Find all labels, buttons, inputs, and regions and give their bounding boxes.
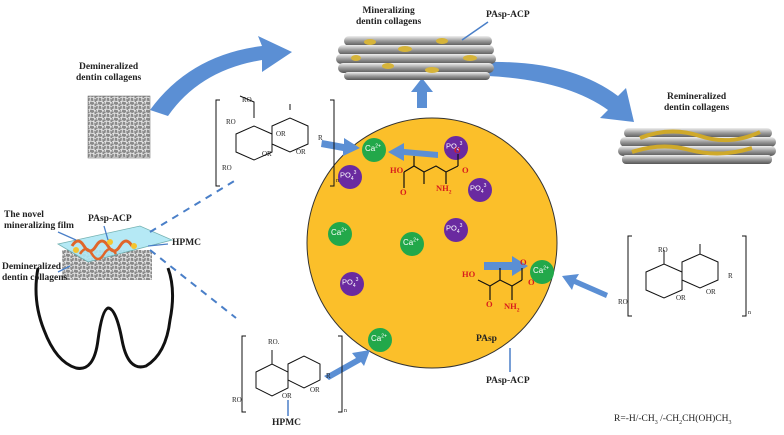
label-pasp: PAsp xyxy=(476,334,497,344)
label-pasp-acp-bottom: PAsp-ACP xyxy=(486,376,530,386)
label-novel-line1: The novel xyxy=(4,210,44,220)
atom-o-bottom-2: O xyxy=(520,257,527,267)
hpmc-structure-top xyxy=(215,95,335,187)
atom-o-top-1: O xyxy=(400,187,407,197)
calcium-label: Ca2+ xyxy=(533,265,549,275)
label-novel-film: The novel mineralizing film xyxy=(4,210,74,232)
atom-ho-bottom: HO xyxy=(462,269,476,279)
dashed-line-lower xyxy=(149,249,237,319)
hpmc-or-right-2: OR xyxy=(706,288,716,296)
phosphate-label: PO43 xyxy=(340,170,357,182)
phosphate-label: PO43 xyxy=(470,183,487,195)
label-demin-top-line1: Demineralized xyxy=(79,62,139,72)
hpmc-structure-bottom xyxy=(241,335,343,413)
hpmc-r-top: R xyxy=(318,134,323,142)
pointer-novel-film xyxy=(57,231,77,241)
calcium-label: Ca2+ xyxy=(365,143,381,153)
label-mineralizing: Mineralizing dentin collagens xyxy=(356,6,421,28)
arrow-from-hpmc-bottom xyxy=(324,350,370,380)
atom-nh2-top: NH2 xyxy=(436,183,452,196)
pasp-molecule-bottom xyxy=(477,268,523,300)
label-novel-line2: mineralizing film xyxy=(4,220,74,231)
hpmc-r-bottom: R xyxy=(326,372,331,380)
label-pasp-acp-tooth: PAsp-ACP xyxy=(88,214,132,224)
curved-arrow-left xyxy=(150,36,292,116)
calcium-ion xyxy=(328,222,352,246)
hpmc-or-top-2: OR xyxy=(262,150,272,158)
label-remin-line1: Remineralized xyxy=(667,92,727,102)
atom-ho-top: HO xyxy=(390,165,404,175)
label-mineralizing-line1: Mineralizing xyxy=(362,6,415,16)
hpmc-ro-top: RO xyxy=(242,96,252,104)
atom-o-bottom-3: O xyxy=(528,277,535,287)
hpmc-or-top-3: OR xyxy=(296,148,306,156)
pointer-pasp-acp-tooth xyxy=(103,225,109,241)
arrow-to-calcium-right xyxy=(484,256,528,276)
atom-o-top-2: O xyxy=(454,145,461,155)
label-demin-tooth-line1: Demineralized xyxy=(2,262,62,272)
phosphate-ion xyxy=(468,178,492,202)
phosphate-label: PO43 xyxy=(446,223,463,235)
hpmc-or-bottom-2: OR xyxy=(310,386,320,394)
pasp-acp-complex-circle xyxy=(306,117,558,369)
hpmc-n-bottom: n xyxy=(344,408,347,414)
label-remin-line2: dentin collagens xyxy=(664,102,730,113)
hpmc-n-top: n xyxy=(336,178,339,184)
up-arrow-mineralizing xyxy=(411,78,433,108)
pasp-acp-pointer-top xyxy=(461,21,489,41)
calcium-ion xyxy=(368,328,392,352)
hpmc-or-top: OR xyxy=(276,130,286,138)
hpmc-ro-bottom: RO xyxy=(232,396,242,404)
hpmc-or-right: OR xyxy=(676,294,686,302)
label-r-group: R=-H/-CH3 /-CH2CH(OH)CH3 xyxy=(614,414,732,426)
hpmc-ro-right: RO xyxy=(658,246,668,254)
atom-nh2-bottom: NH2 xyxy=(504,301,520,314)
arrow-to-calcium-top xyxy=(321,138,360,156)
hpmc-structure-right xyxy=(627,235,747,317)
label-remineralized: Remineralized dentin collagens xyxy=(664,92,729,114)
hpmc-r-right: R xyxy=(728,272,733,280)
dashed-line-upper xyxy=(149,179,237,233)
hpmc-ro-top-2: RO xyxy=(226,118,236,126)
phosphate-label: PO43 xyxy=(342,277,359,289)
calcium-ion xyxy=(400,232,424,256)
calcium-label: Ca2+ xyxy=(371,333,387,343)
label-demin-top-line2: dentin collagens xyxy=(76,72,142,83)
label-mineralizing-line2: dentin collagens xyxy=(356,16,422,27)
atom-o-bottom-1: O xyxy=(486,299,493,309)
sem-image-demineralized xyxy=(87,95,151,159)
label-demineralized-top: Demineralized dentin collagens xyxy=(76,62,141,84)
label-demin-tooth-line2: dentin collagens xyxy=(2,272,68,283)
arrow-from-molecule-top xyxy=(388,143,438,161)
hpmc-n-right: n xyxy=(748,310,751,316)
arrow-from-hpmc-right xyxy=(562,274,608,298)
tooth-illustration xyxy=(34,225,175,370)
pointer-hpmc-tooth xyxy=(147,243,169,247)
calcium-label: Ca2+ xyxy=(403,237,419,247)
curved-arrow-right xyxy=(486,61,634,122)
phosphate-ion xyxy=(444,218,468,242)
label-hpmc-bottom: HPMC xyxy=(272,418,302,428)
calcium-ion xyxy=(530,260,554,284)
label-hpmc-tooth: HPMC xyxy=(172,238,202,248)
hpmc-ro-top-3: RO xyxy=(222,164,232,172)
label-pasp-acp-top: PAsp-ACP xyxy=(486,10,530,20)
calcium-ion xyxy=(362,138,386,162)
mineralizing-collagen-bundle xyxy=(336,36,496,80)
remineralized-collagen-bundle xyxy=(618,128,776,164)
label-demineralized-tooth: Demineralized dentin collagens xyxy=(2,262,67,284)
pasp-molecule-top xyxy=(403,154,459,188)
phosphate-label: PO43 xyxy=(446,141,463,153)
calcium-label: Ca2+ xyxy=(331,227,347,237)
hpmc-ro-dot-bottom: RO. xyxy=(268,338,280,346)
hpmc-ro-right-2: RO xyxy=(618,298,628,306)
phosphate-ion xyxy=(444,136,468,160)
hpmc-or-bottom: OR xyxy=(282,392,292,400)
phosphate-ion xyxy=(340,272,364,296)
atom-o-top-3: O xyxy=(462,165,469,175)
phosphate-ion xyxy=(338,165,362,189)
pointer-demin-tooth xyxy=(57,265,71,273)
